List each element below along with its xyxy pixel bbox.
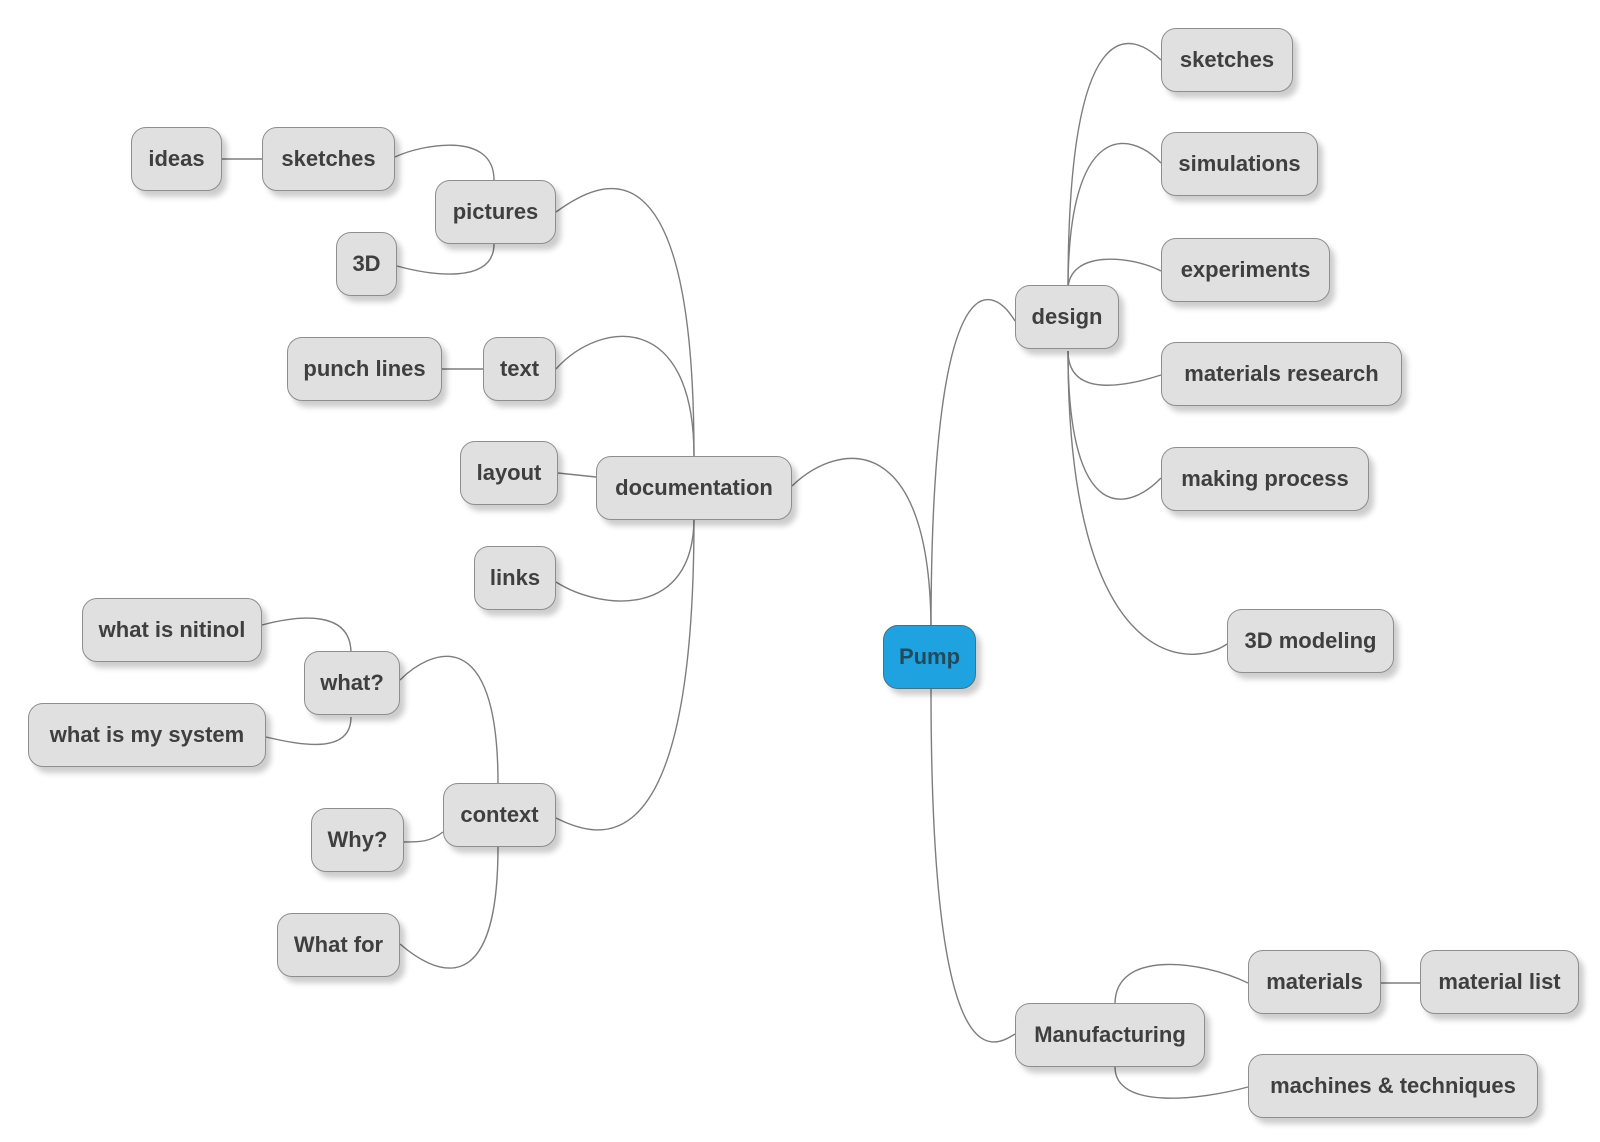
node-material-list[interactable]: material list <box>1420 950 1579 1014</box>
edge-documentation-text <box>555 335 695 457</box>
node-what-is-my-system[interactable]: what is my system <box>28 703 266 767</box>
edge-design-3d-modeling <box>1067 350 1228 655</box>
node-3d[interactable]: 3D <box>336 232 397 296</box>
edge-context-whatfor <box>399 846 499 969</box>
edge-documentation-pictures <box>555 187 695 457</box>
node-making-process[interactable]: making process <box>1161 447 1369 511</box>
node-what-for[interactable]: What for <box>277 913 400 977</box>
node-sketches-right[interactable]: sketches <box>1161 28 1293 92</box>
node-experiments[interactable]: experiments <box>1161 238 1330 302</box>
node-context[interactable]: context <box>443 783 556 847</box>
node-pictures[interactable]: pictures <box>435 180 556 244</box>
node-3d-modeling[interactable]: 3D modeling <box>1227 609 1394 673</box>
edge-manufacturing-materials <box>1114 963 1249 1005</box>
node-text[interactable]: text <box>483 337 556 401</box>
node-punch-lines[interactable]: punch lines <box>287 337 442 401</box>
edge-pictures-3d <box>396 243 495 275</box>
node-layout[interactable]: layout <box>460 441 558 505</box>
edge-pictures-sketches <box>394 144 495 181</box>
edge-pump-design <box>930 298 1016 632</box>
edge-what-mysystem <box>265 716 352 746</box>
edge-pump-documentation <box>791 457 932 632</box>
edge-context-what <box>399 655 499 784</box>
edge-design-making-process <box>1067 350 1162 500</box>
node-documentation[interactable]: documentation <box>596 456 792 520</box>
node-machines-techniques[interactable]: machines & techniques <box>1248 1054 1538 1118</box>
node-design[interactable]: design <box>1015 285 1119 349</box>
edge-design-experiments <box>1067 258 1162 291</box>
node-why[interactable]: Why? <box>311 808 404 872</box>
edge-design-sketches <box>1067 42 1162 291</box>
node-sketches-left[interactable]: sketches <box>262 127 395 191</box>
edge-pump-manufacturing <box>930 688 1016 1043</box>
node-simulations[interactable]: simulations <box>1161 132 1318 196</box>
node-what[interactable]: what? <box>304 651 400 715</box>
node-ideas[interactable]: ideas <box>131 127 222 191</box>
edge-manufacturing-machines <box>1114 1066 1249 1099</box>
node-links[interactable]: links <box>474 546 556 610</box>
root-node-pump[interactable]: Pump <box>883 625 976 689</box>
edge-design-materials-research <box>1067 350 1162 386</box>
node-manufacturing[interactable]: Manufacturing <box>1015 1003 1205 1067</box>
edge-documentation-links <box>555 517 695 602</box>
edge-documentation-layout <box>557 472 597 478</box>
node-materials-research[interactable]: materials research <box>1161 342 1402 406</box>
edge-context-why <box>403 831 444 843</box>
edge-design-simulations <box>1067 142 1162 291</box>
edge-documentation-context <box>555 517 695 831</box>
node-what-is-nitinol[interactable]: what is nitinol <box>82 598 262 662</box>
node-materials[interactable]: materials <box>1248 950 1381 1014</box>
edge-what-nitinol <box>261 617 352 654</box>
